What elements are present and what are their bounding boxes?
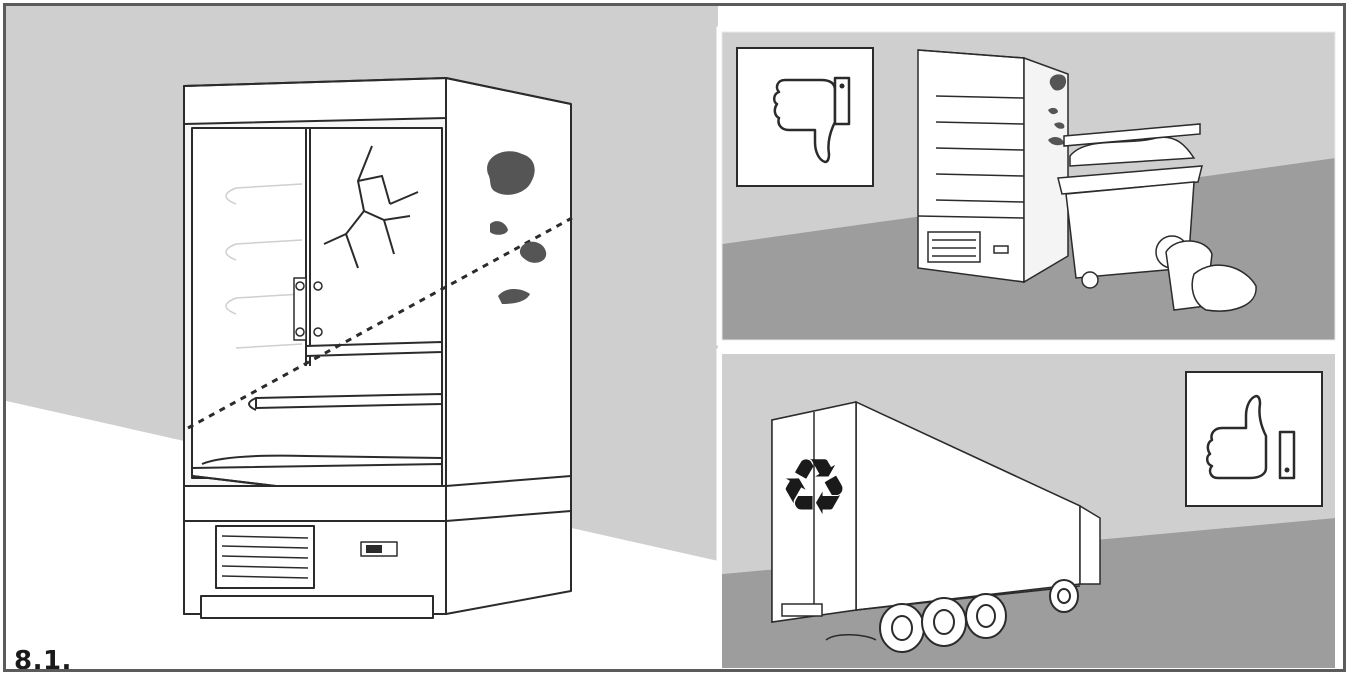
figure-frame: ♻ 8.1. <box>3 3 1346 672</box>
figure-caption: 8.1. <box>14 646 72 672</box>
recycle-icon: ♻ <box>779 443 849 533</box>
svg-text:♻: ♻ <box>779 443 849 533</box>
recycling-panel: ♻ <box>718 350 1339 672</box>
landfill-panel <box>718 28 1339 344</box>
discarded-cabinet <box>918 50 1068 282</box>
illustration: ♻ <box>6 6 1346 672</box>
